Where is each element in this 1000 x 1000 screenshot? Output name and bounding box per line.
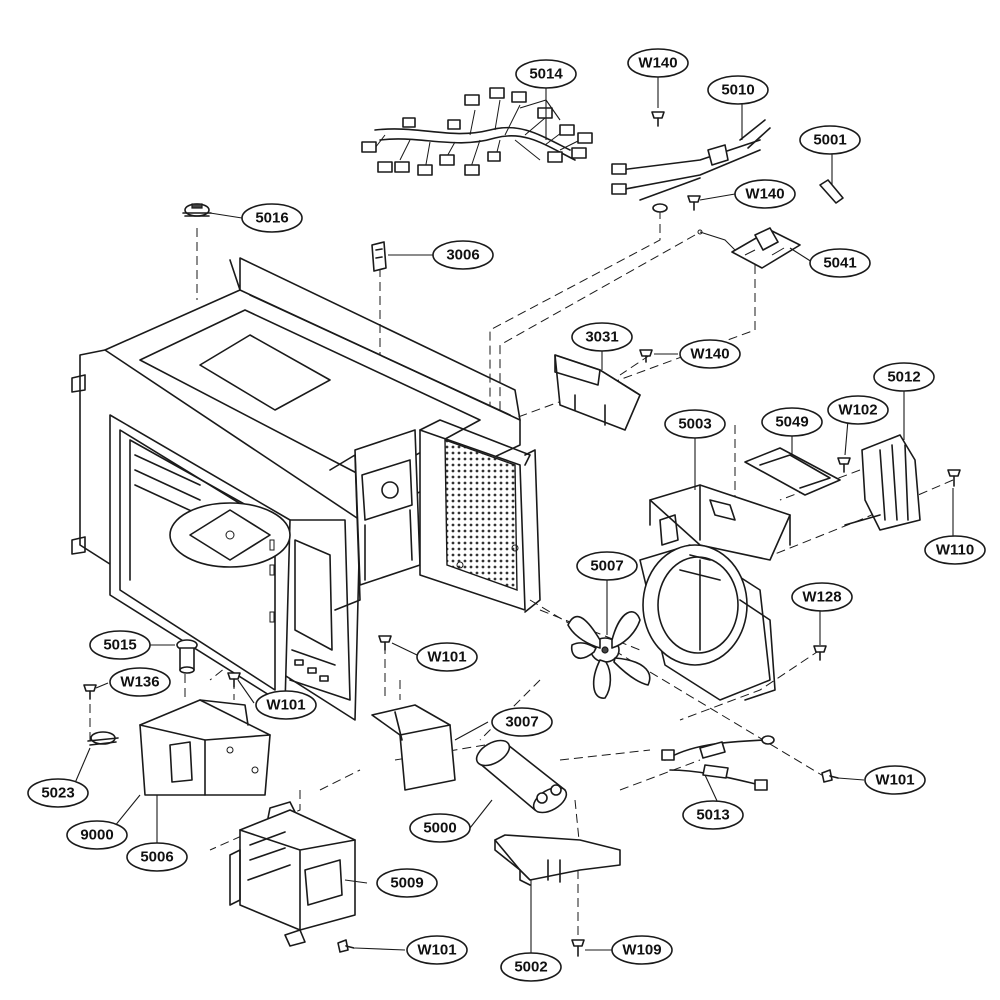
callout-text: 9000: [80, 827, 113, 844]
screw-w140-top: [651, 111, 668, 213]
bracket-5002: [494, 834, 621, 886]
callout-text: 5007: [590, 558, 623, 575]
callout-text: 5023: [41, 785, 74, 802]
callout-w101-left: W101: [255, 690, 317, 720]
callout-5009: 5009: [376, 868, 438, 898]
callout-5015: 5015: [89, 630, 151, 660]
magnetron-5009: [229, 801, 356, 947]
callout-w140-mid: W140: [734, 179, 796, 209]
callout-5049: 5049: [761, 407, 823, 437]
heater-5012: [844, 434, 921, 531]
screw-w128: [813, 645, 827, 661]
bracket-3006: [371, 241, 387, 272]
callout-5014: 5014: [515, 59, 577, 89]
callout-text: 5002: [514, 959, 547, 976]
screw-w110: [947, 469, 961, 487]
callout-w102: W102: [827, 395, 889, 425]
callout-text: 5010: [721, 82, 754, 99]
noise-filter-5010: [611, 119, 771, 201]
callout-text: W101: [417, 942, 456, 959]
fan-motor-bracket-5003: [639, 484, 791, 701]
callout-text: W101: [875, 772, 914, 789]
callout-w110: W110: [924, 535, 986, 565]
callout-text: W140: [638, 55, 677, 72]
callout-5016: 5016: [241, 203, 303, 233]
callout-text: 5012: [887, 369, 920, 386]
callout-text: 5000: [423, 820, 456, 837]
callout-text: 3007: [505, 714, 538, 731]
callout-9000: 9000: [66, 820, 128, 850]
callout-5000: 5000: [409, 813, 471, 843]
bracket-3007: [371, 704, 456, 791]
callout-text: W128: [802, 589, 841, 606]
callout-text: 5016: [255, 210, 288, 227]
screw-w101-right: [821, 769, 839, 783]
callout-w136: W136: [109, 667, 171, 697]
screw-w102: [837, 457, 851, 473]
callout-w101-center: W101: [416, 642, 478, 672]
diode-5013: [661, 735, 775, 791]
hv-transformer-bracket-5006: [139, 699, 271, 796]
callout-w101-right: W101: [864, 765, 926, 795]
callout-3031: 3031: [571, 322, 633, 352]
thermal-cutout-5015: [176, 639, 198, 674]
callout-5003: 5003: [664, 409, 726, 439]
callout-text: 5041: [823, 255, 856, 272]
callout-5023: 5023: [27, 778, 89, 808]
callout-5006: 5006: [126, 842, 188, 872]
air-duct-3031: [554, 354, 641, 431]
callout-text: 3031: [585, 329, 618, 346]
thermostat-5016: [182, 203, 212, 217]
callout-w140-duct: W140: [679, 339, 741, 369]
callout-text: 5013: [696, 807, 729, 824]
oven-cavity-cabinet: [71, 257, 541, 721]
callout-text: 5001: [813, 132, 846, 149]
callout-5002: 5002: [500, 952, 562, 982]
screw-w140-mid: [687, 195, 701, 211]
callout-3007: 3007: [491, 707, 553, 737]
callout-3006: 3006: [432, 240, 494, 270]
callout-text: W140: [690, 346, 729, 363]
callout-5041: 5041: [809, 248, 871, 278]
callout-w128: W128: [791, 582, 853, 612]
callout-text: 5049: [775, 414, 808, 431]
callout-text: W102: [838, 402, 877, 419]
callout-5007: 5007: [576, 551, 638, 581]
wire-harness-5014: [361, 87, 593, 176]
screw-w101-left: [227, 672, 241, 688]
callout-5013: 5013: [682, 800, 744, 830]
callout-text: 5015: [103, 637, 136, 654]
thermostat-5023: [87, 731, 119, 746]
callout-text: W109: [622, 942, 661, 959]
callout-w140-top: W140: [627, 48, 689, 78]
pcb-5041: [697, 227, 801, 269]
callout-text: 5009: [390, 875, 423, 892]
callout-text: W136: [120, 674, 159, 691]
callout-w109: W109: [611, 935, 673, 965]
callout-text: W140: [745, 186, 784, 203]
callout-text: W101: [266, 697, 305, 714]
capacitor-5000: [475, 739, 568, 814]
callout-5012: 5012: [873, 362, 935, 392]
screw-w136: [83, 684, 97, 700]
screw-w101-bottom: [337, 939, 355, 953]
screw-w109: [571, 939, 585, 957]
cover-5049: [744, 447, 841, 496]
callout-text: 5003: [678, 416, 711, 433]
callout-text: W110: [936, 542, 974, 559]
callout-text: W101: [427, 649, 466, 666]
fan-blade-5007: [567, 611, 651, 699]
callout-5001: 5001: [799, 125, 861, 155]
fuse-5001: [819, 179, 844, 204]
callout-text: 5014: [529, 66, 563, 83]
callout-5010: 5010: [707, 75, 769, 105]
screw-w140-duct: [639, 349, 653, 363]
callout-text: 3006: [446, 247, 479, 264]
callout-w101-bottom: W101: [406, 935, 468, 965]
screw-w101-center: [378, 635, 392, 651]
callout-text: 5006: [140, 849, 173, 866]
